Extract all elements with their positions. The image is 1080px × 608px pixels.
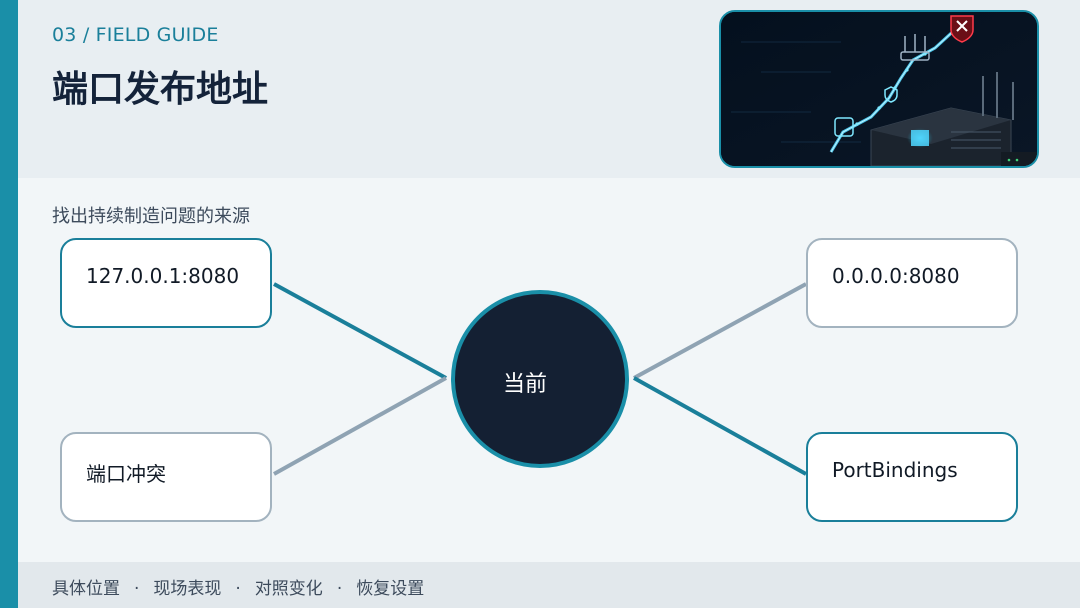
connector-bottom-right xyxy=(633,376,807,476)
page-title: 端口发布地址 xyxy=(52,69,269,110)
footer-item: 现场表现 xyxy=(153,579,222,599)
footer: 具体位置 · 现场表现 · 对照变化 · 恢复设置 xyxy=(18,562,1080,608)
center-label: 当前 xyxy=(503,372,548,397)
connector-bottom-left xyxy=(273,376,447,476)
center-node: 当前 xyxy=(451,290,629,468)
network-illustration xyxy=(721,12,1037,166)
section-kicker: 03 / FIELD GUIDE xyxy=(52,24,219,46)
diagram-subtitle: 找出持续制造问题的来源 xyxy=(52,206,250,227)
connector-top-right xyxy=(633,282,807,380)
node-label: PortBindings xyxy=(832,458,958,482)
connector-top-left xyxy=(273,282,447,380)
footer-item: 具体位置 xyxy=(52,579,120,599)
node-label: 0.0.0.0:8080 xyxy=(832,264,960,288)
footer-breadcrumb: 具体位置 · 现场表现 · 对照变化 · 恢复设置 xyxy=(52,574,424,599)
accent-bar xyxy=(0,0,18,608)
node-bottom-left: 端口冲突 xyxy=(60,432,272,522)
footer-item: 对照变化 xyxy=(254,579,323,599)
node-label: 127.0.0.1:8080 xyxy=(86,264,240,288)
separator: · xyxy=(336,579,343,599)
hero-image xyxy=(719,10,1039,168)
separator: · xyxy=(134,579,140,599)
footer-item: 恢复设置 xyxy=(356,579,425,599)
node-top-left: 127.0.0.1:8080 xyxy=(60,238,272,328)
separator: · xyxy=(235,579,241,599)
node-bottom-right: PortBindings xyxy=(806,432,1018,522)
node-label: 端口冲突 xyxy=(86,462,166,486)
node-top-right: 0.0.0.0:8080 xyxy=(806,238,1018,328)
